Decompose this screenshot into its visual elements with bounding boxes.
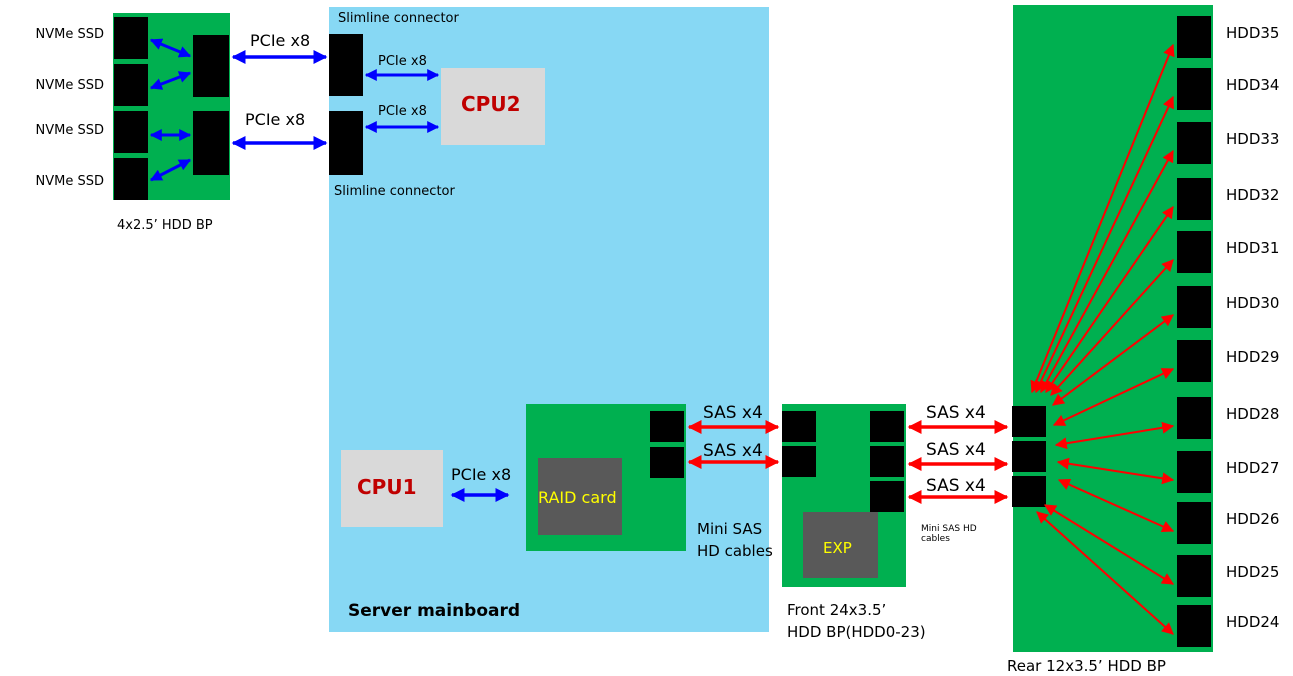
mini-sas-front-label: HD cables bbox=[697, 542, 773, 560]
slimline-top-label: Slimline connector bbox=[338, 11, 460, 26]
hdd-slot bbox=[1177, 16, 1211, 58]
slimline-connector-bottom bbox=[329, 111, 363, 175]
front-bp-out-port-1 bbox=[870, 411, 904, 442]
cpu1-link-label: PCIe x8 bbox=[451, 465, 511, 484]
hdd-slot bbox=[1177, 451, 1211, 493]
cpu2-label: CPU2 bbox=[461, 92, 521, 116]
hdd-label: HDD32 bbox=[1226, 186, 1279, 204]
cpu1-box bbox=[341, 450, 443, 527]
hdd-slot bbox=[1177, 68, 1211, 110]
hdd-labels: HDD35HDD34HDD33HDD32HDD31HDD30HDD29HDD28… bbox=[1226, 24, 1279, 631]
nvme-ssd-slot bbox=[114, 17, 148, 59]
sas-rear-label: SAS x4 bbox=[926, 476, 986, 496]
hdd-link bbox=[1036, 511, 1174, 635]
hdd-label: HDD29 bbox=[1226, 348, 1279, 366]
hdd-slot bbox=[1177, 502, 1211, 544]
hdd-slot bbox=[1177, 397, 1211, 439]
expander-chip bbox=[803, 512, 878, 578]
hdd-slots bbox=[1177, 16, 1211, 647]
nvme-ssd-label: NVMe SSD bbox=[36, 78, 104, 93]
hdd-links bbox=[1030, 43, 1175, 635]
nvme-bp-connector-bottom bbox=[193, 111, 229, 175]
rear-bp-port-1 bbox=[1012, 406, 1046, 437]
cpu1-label: CPU1 bbox=[357, 475, 417, 499]
mainboard-label: Server mainboard bbox=[348, 601, 520, 621]
hdd-link bbox=[1056, 457, 1175, 485]
nvme-ssd-slot bbox=[114, 158, 148, 200]
mini-sas-rear-label: Mini SAS HD bbox=[921, 524, 977, 534]
rear-bp-port-3 bbox=[1012, 476, 1046, 507]
nvme-ssd-slots bbox=[114, 17, 148, 200]
hdd-label: HDD35 bbox=[1226, 24, 1279, 42]
sas-rear-label: SAS x4 bbox=[926, 440, 986, 460]
hdd-slot bbox=[1177, 122, 1211, 164]
front-bp-in-port-2 bbox=[782, 446, 816, 477]
hdd-label: HDD33 bbox=[1226, 130, 1279, 148]
nvme-internal-links bbox=[149, 38, 192, 182]
nvme-backplane-caption: 4x2.5’ HDD BP bbox=[117, 218, 213, 233]
hdd-label: HDD30 bbox=[1226, 294, 1279, 312]
hdd-link bbox=[1054, 421, 1175, 450]
hdd-label: HDD25 bbox=[1226, 563, 1279, 581]
nvme-ssd-slot bbox=[114, 64, 148, 106]
sas-front-label: SAS x4 bbox=[703, 403, 763, 423]
front-bp-out-port-3 bbox=[870, 481, 904, 512]
hdd-label: HDD31 bbox=[1226, 239, 1279, 257]
hdd-label: HDD26 bbox=[1226, 510, 1279, 528]
hdd-link bbox=[1052, 368, 1175, 426]
hdd-slot bbox=[1177, 178, 1211, 220]
mini-sas-rear-label: cables bbox=[921, 534, 950, 544]
nvme-ssd-label: NVMe SSD bbox=[36, 123, 104, 138]
front-bp-caption: HDD BP(HDD0-23) bbox=[787, 623, 926, 641]
sas-front-label: SAS x4 bbox=[703, 441, 763, 461]
hdd-label: HDD27 bbox=[1226, 459, 1279, 477]
exp-label: EXP bbox=[823, 539, 852, 557]
pcie-bottom-label: PCIe x8 bbox=[245, 110, 305, 129]
hdd-label: HDD28 bbox=[1226, 405, 1279, 423]
rear-bp-caption: Rear 12x3.5’ HDD BP bbox=[1007, 657, 1166, 675]
front-bp-out-port-2 bbox=[870, 446, 904, 477]
hdd-slot bbox=[1177, 605, 1211, 647]
rear-bp-port-2 bbox=[1012, 441, 1046, 472]
nvme-bp-connector-top bbox=[193, 35, 229, 97]
slimline-connector-top bbox=[329, 34, 363, 96]
nvme-ssd-label: NVMe SSD bbox=[36, 174, 104, 189]
mini-sas-front-label: Mini SAS bbox=[697, 520, 762, 538]
raid-port-2 bbox=[650, 447, 684, 478]
front-bp-in-port-1 bbox=[782, 411, 816, 442]
hdd-slot bbox=[1177, 231, 1211, 273]
slimline-bottom-label: Slimline connector bbox=[334, 184, 456, 199]
sas-rear-label: SAS x4 bbox=[926, 403, 986, 423]
nvme-ssd-labels: NVMe SSD NVMe SSD NVMe SSD NVMe SSD bbox=[36, 27, 104, 189]
front-bp-caption: Front 24x3.5’ bbox=[787, 601, 886, 619]
cpu2-box bbox=[441, 68, 545, 145]
raid-port-1 bbox=[650, 411, 684, 442]
cpu2-link-top-label: PCIe x8 bbox=[378, 54, 427, 69]
hdd-slot bbox=[1177, 555, 1211, 597]
hdd-slot bbox=[1177, 286, 1211, 328]
hdd-slot bbox=[1177, 340, 1211, 382]
nvme-ssd-slot bbox=[114, 111, 148, 153]
hdd-label: HDD34 bbox=[1226, 76, 1279, 94]
nvme-ssd-label: NVMe SSD bbox=[36, 27, 104, 42]
cpu2-link-bottom-label: PCIe x8 bbox=[378, 104, 427, 119]
pcie-top-label: PCIe x8 bbox=[250, 31, 310, 50]
raid-chip bbox=[538, 458, 622, 535]
raid-label: RAID card bbox=[538, 488, 617, 507]
hdd-label: HDD24 bbox=[1226, 613, 1279, 631]
